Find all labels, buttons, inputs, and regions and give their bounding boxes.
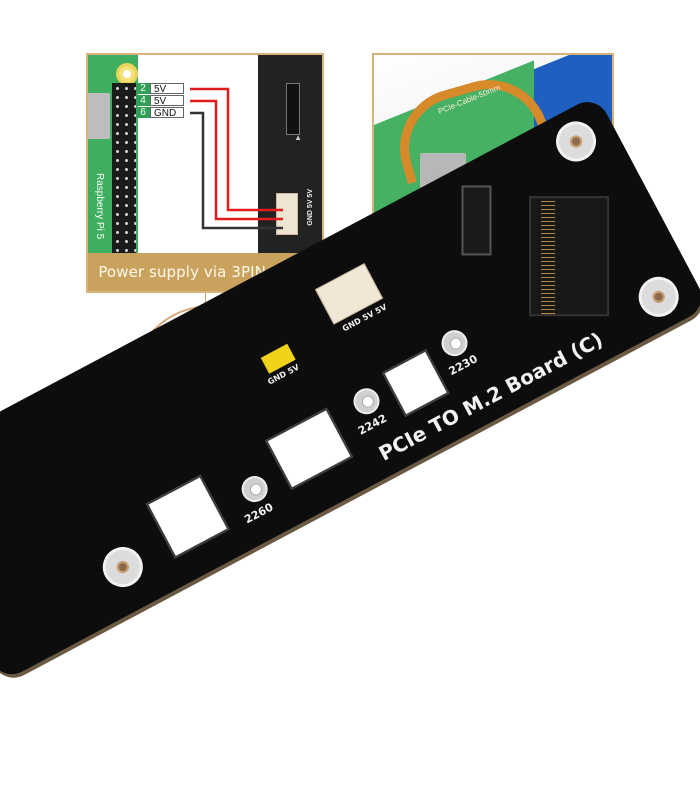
size-label-2260: 2260: [242, 500, 276, 527]
wire-diagram: [190, 87, 283, 230]
3pin-connector: [276, 193, 298, 235]
size-label-2242: 2242: [355, 411, 390, 438]
pin-signal: GND: [150, 107, 184, 119]
pin-row: 4 5V: [136, 95, 184, 107]
pin-number: 2: [136, 83, 150, 94]
pin-table: 2 5V 4 5V 6 GND: [136, 83, 184, 119]
pcie-fpc-connector: [461, 185, 492, 256]
pin-row: 2 5V: [136, 83, 184, 95]
gpio-header: [112, 83, 136, 253]
pin1-triangle-icon: ▲: [294, 133, 302, 142]
m2-cutout: [145, 474, 230, 559]
pcie-to-m2-board: 2260 2242 2230 PCIe TO M.2 Board (C) GND…: [0, 94, 700, 682]
mounting-hole: [631, 269, 686, 324]
m2-cutout: [265, 407, 354, 490]
rpi-chip: [88, 93, 110, 139]
pin-number: 4: [136, 95, 150, 106]
m2-slot-connector: [529, 196, 610, 317]
pin-signal: 5V: [150, 83, 184, 95]
rpi-label: Raspberry Pi 5: [94, 173, 105, 240]
pin-row: 6 GND: [136, 107, 184, 119]
pin-number: 6: [136, 107, 150, 118]
mounting-hole: [95, 540, 150, 595]
caption-banner: Power supply via 3PIN cable: [88, 253, 322, 291]
panel-3pin-power: Raspberry Pi 5 2 5V 4 5V 6 GND ▲ GND 5V …: [86, 53, 324, 293]
m2-cutout: [381, 349, 450, 417]
mounting-hole: [549, 114, 604, 169]
pin-signal: 5V: [150, 95, 184, 107]
panel-3pin-illustration: Raspberry Pi 5 2 5V 4 5V 6 GND ▲ GND 5V …: [88, 55, 322, 253]
leader-line-left: [205, 293, 206, 307]
fpc-connector: [286, 83, 300, 135]
